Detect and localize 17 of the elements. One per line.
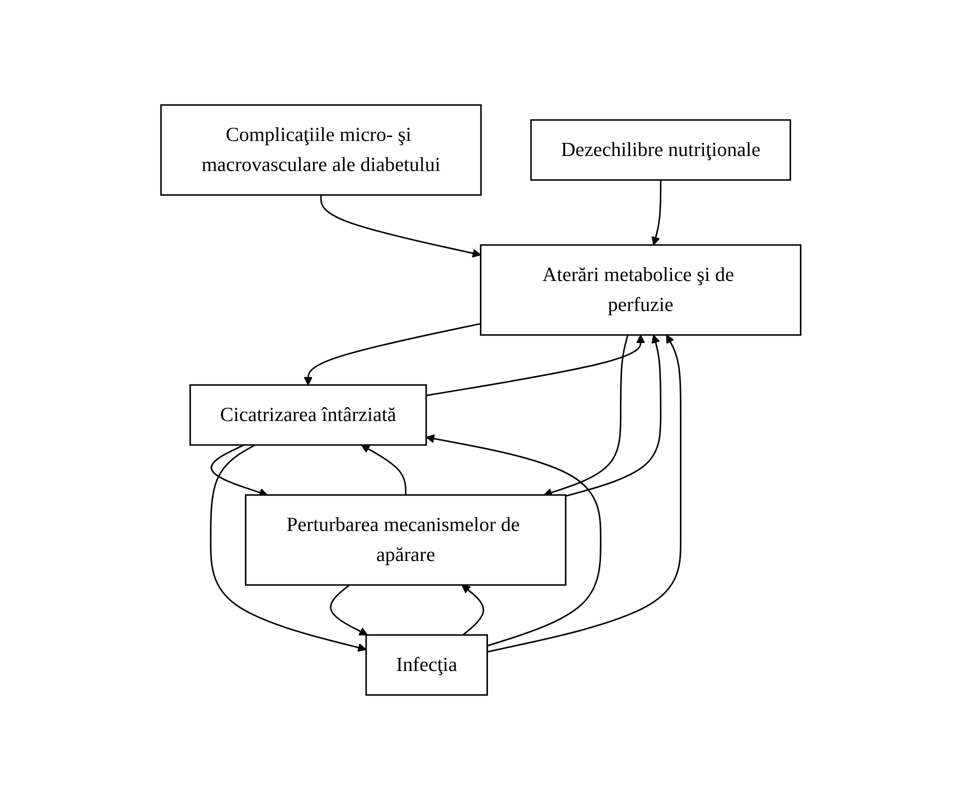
arrow	[486, 334, 682, 653]
arrow	[425, 434, 602, 647]
node-box: Aterări metabolice şi de perfuzie	[480, 244, 802, 336]
arrow	[210, 444, 366, 652]
arrow	[330, 584, 368, 636]
node-box: Complicaţiile micro- şi macrovasculare ale diabetului	[160, 104, 482, 196]
arrow	[303, 322, 480, 386]
node-box: Dezechilibre nutriţionale	[530, 119, 791, 181]
arrow	[360, 444, 406, 495]
node-box: Perturbarea mecanismelor de apărare	[244, 494, 566, 586]
node-box: Cicatrizarea întârziată	[189, 384, 427, 446]
node-box: Infecţia	[365, 634, 488, 696]
arrow	[565, 334, 662, 497]
arrow	[461, 584, 484, 636]
arrow	[426, 334, 645, 396]
arrow	[651, 180, 662, 246]
arrow	[320, 195, 481, 258]
